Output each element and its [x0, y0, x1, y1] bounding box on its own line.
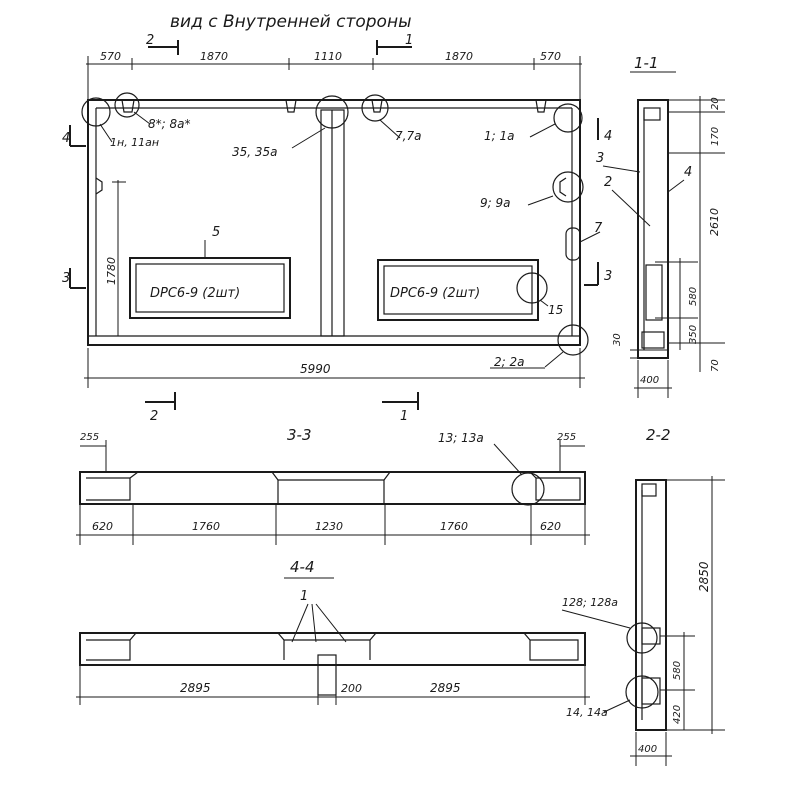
- callout-2-2a: 2; 2a: [494, 355, 524, 369]
- cut-mark-3-left: 3: [62, 271, 70, 286]
- window-right-label: DPC6-9 (2шт): [390, 286, 480, 301]
- s11-dim-2610: 2610: [708, 208, 721, 236]
- callout-8: 8*; 8a*: [148, 117, 190, 131]
- top-dim-1: 570: [100, 50, 121, 63]
- top-dim-4: 1870: [445, 50, 473, 63]
- s11-dim-400: 400: [640, 375, 659, 386]
- s33-dim-255-right: 255: [557, 432, 576, 443]
- callout-7-7a: 7,7a: [395, 129, 421, 143]
- callout-35: 35, 35a: [232, 145, 278, 159]
- s11-dim-30: 30: [612, 333, 623, 346]
- s22-dim-580: 580: [672, 661, 683, 680]
- s22-callout-14: 14, 14a: [566, 706, 608, 719]
- cut-mark-2-bottom: 2: [150, 409, 158, 424]
- s33-callout: 13; 13a: [438, 431, 484, 445]
- section-2-2: 2-2 128; 128a 14, 14a 2850 580 420 400: [561, 426, 725, 766]
- section-4-4: 4-4 1 2895 200 2895: [76, 558, 590, 705]
- s22-dim-420: 420: [672, 705, 683, 724]
- cut-mark-1-top: 1: [405, 33, 413, 48]
- cut-mark-4-right: 4: [604, 129, 612, 144]
- s33-dim-255-left: 255: [80, 432, 99, 443]
- cut-mark-4-left: 4: [62, 131, 70, 146]
- callout-9-9a: 9; 9a: [480, 196, 510, 210]
- s22-callout-128: 128; 128a: [562, 596, 618, 609]
- s33-dim-1230: 1230: [315, 520, 343, 533]
- section-3-3: 3-3 13; 13a 255 255 620 1760 1230 1760 6…: [76, 426, 590, 545]
- section-2-2-title: 2-2: [646, 426, 671, 444]
- callout-1-1a: 1; 1a: [484, 129, 514, 143]
- callout-5: 5: [212, 225, 220, 240]
- s44-dim-200: 200: [341, 682, 362, 695]
- s11-label-3: 3: [596, 151, 604, 166]
- s33-dim-620-left: 620: [92, 520, 113, 533]
- height-dim-1780: 1780: [105, 257, 118, 285]
- s11-dim-70: 70: [710, 359, 721, 372]
- s22-dim-400: 400: [638, 744, 657, 755]
- section-4-4-title: 4-4: [290, 558, 315, 576]
- cut-mark-1-bottom: 1: [400, 409, 408, 424]
- window-left-label: DPC6-9 (2шт): [150, 286, 240, 301]
- s11-dim-580: 580: [688, 287, 699, 306]
- s11-dim-20: 20: [710, 97, 721, 110]
- cut-mark-2-top: 2: [146, 33, 154, 48]
- section-3-3-title: 3-3: [287, 426, 312, 444]
- drawing-title: вид с Внутренней стороны: [170, 12, 412, 32]
- top-dim-5: 570: [540, 50, 561, 63]
- section-1-1-title: 1-1: [634, 54, 659, 72]
- cut-mark-3-right: 3: [604, 269, 612, 284]
- main-elevation-view: 570 1870 1110 1870 570 2 1: [62, 33, 612, 424]
- callout-7: 7: [594, 221, 603, 236]
- s11-dim-170: 170: [710, 127, 721, 146]
- s33-dim-620-right: 620: [540, 520, 561, 533]
- s11-dim-350: 350: [688, 325, 699, 344]
- s44-dim-2895-right: 2895: [430, 681, 461, 695]
- callout-15: 15: [548, 303, 563, 317]
- top-dim-3: 1110: [314, 50, 342, 63]
- s22-dim-2850: 2850: [697, 561, 711, 592]
- s33-dim-1760-right: 1760: [440, 520, 468, 533]
- s44-dim-2895-left: 2895: [180, 681, 211, 695]
- s44-callout-1: 1: [300, 589, 308, 604]
- top-dim-2: 1870: [200, 50, 228, 63]
- callout-11: 1н, 11ан: [110, 136, 159, 149]
- section-1-1: 1-1 20 170 2610 580 350 30 70 400 3 2: [596, 54, 725, 398]
- overall-width-dim: 5990: [300, 362, 331, 376]
- s11-label-4: 4: [684, 165, 692, 180]
- s11-label-2: 2: [604, 175, 612, 190]
- s33-dim-1760-left: 1760: [192, 520, 220, 533]
